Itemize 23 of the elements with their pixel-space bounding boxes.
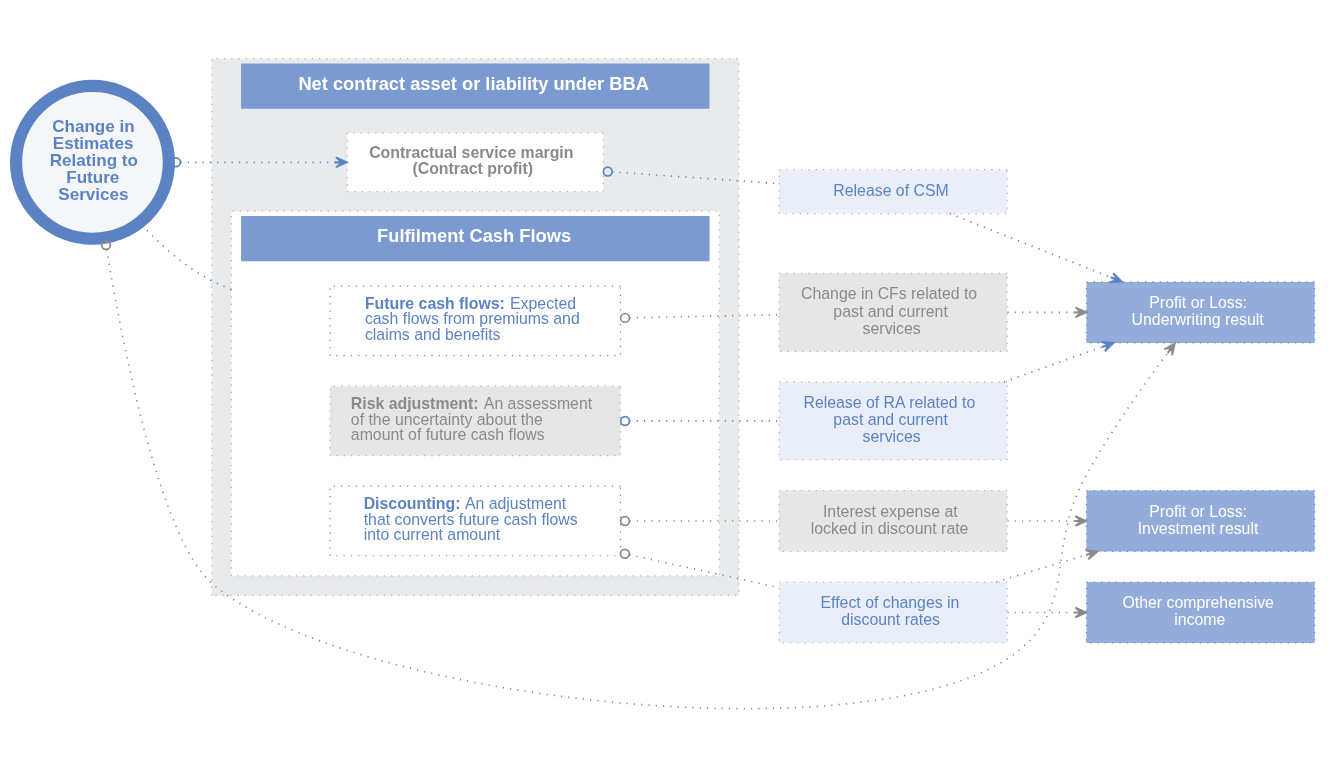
node-box: Effect of changes in discount rates	[778, 581, 1008, 644]
node-box: Interest expense at locked in discount rate	[778, 489, 1008, 553]
node-circle: Change in Estimates Relating to Future Services	[9, 79, 175, 245]
arrow	[100, 239, 1176, 710]
connector	[619, 515, 780, 527]
node-box: Release of CSM	[778, 169, 1008, 215]
arrow	[1006, 606, 1088, 619]
node-box: Other comprehensive income	[1085, 581, 1316, 644]
node-box: Contractual service margin (Contract profit)	[346, 132, 604, 193]
node-box: Change in CFs related to past and current services	[778, 272, 1008, 353]
arrow	[1003, 341, 1115, 383]
arrow	[1006, 306, 1088, 319]
node-box: Risk adjustment: An assessment of the uncertainty about the amount of future cash flows	[329, 385, 622, 457]
node-box: Release of RA related to past and current services	[778, 381, 1008, 461]
arrow	[1006, 515, 1088, 527]
arrow	[995, 549, 1099, 583]
node-box: Future cash flows: Expected cash flows from premiums and claims and benefits	[329, 285, 622, 357]
connector	[619, 312, 780, 324]
arrow	[949, 212, 1123, 284]
node-box: Profit or Loss: Underwriting result	[1085, 281, 1316, 344]
node-box: Discounting: An adjustment that converts future cash flows into current amount	[329, 485, 622, 557]
connector	[619, 415, 780, 427]
node-box: Profit or Loss: Investment result	[1085, 489, 1316, 553]
